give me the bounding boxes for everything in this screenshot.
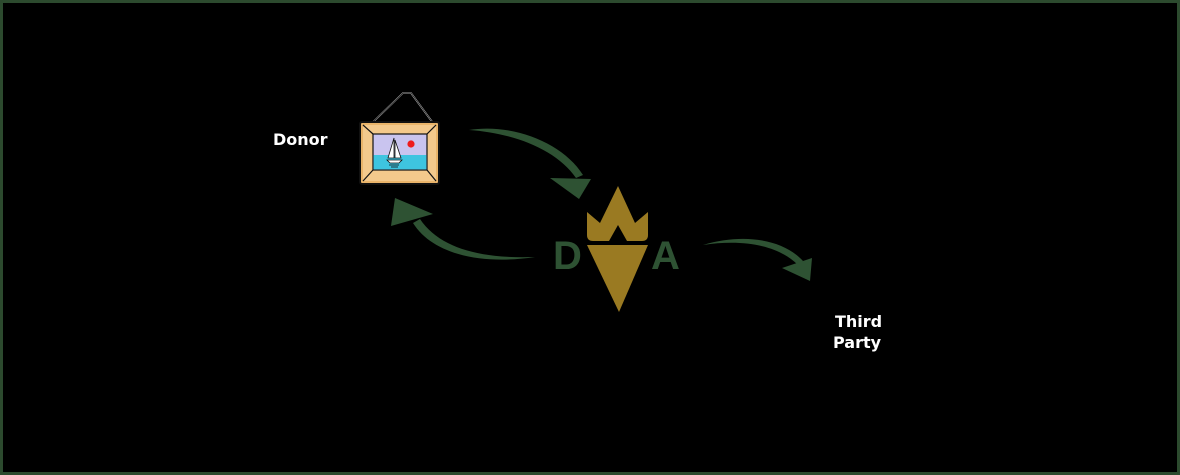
- crown-torch-logo-icon: D A: [553, 186, 680, 312]
- third-party-label: Third Party: [833, 311, 895, 353]
- diagram-graphics: D A: [359, 92, 812, 312]
- third-party-label-line1: Third: [835, 312, 883, 331]
- logo-letter-a: A: [651, 234, 680, 278]
- arrow-org-to-donor: [391, 198, 535, 260]
- arrow-donor-to-org: [469, 128, 591, 199]
- arrow-org-to-third-party: [703, 238, 812, 281]
- donor-label: Donor: [273, 130, 328, 149]
- framed-painting-icon: [359, 92, 440, 185]
- logo-letter-d: D: [553, 234, 582, 278]
- third-party-label-line2: Party: [833, 333, 882, 352]
